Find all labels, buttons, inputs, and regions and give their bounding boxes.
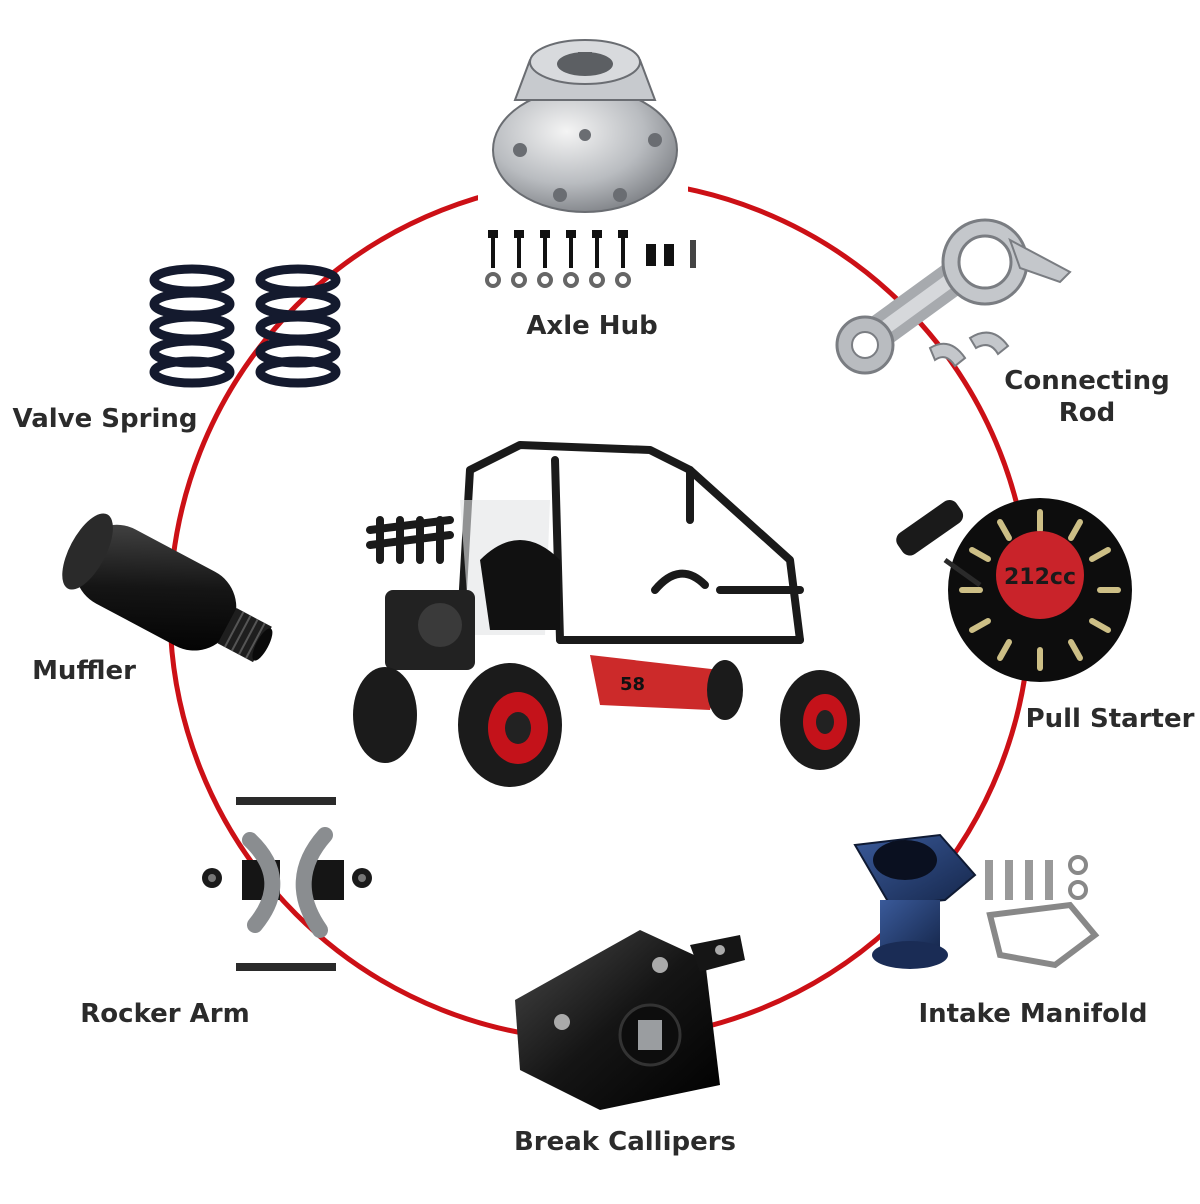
- intake-manifold-image: [853, 833, 1100, 969]
- rocker-arm-image: [202, 797, 372, 971]
- go-kart-image: 58: [353, 441, 860, 787]
- connecting-rod-label-line1: Connecting: [1004, 366, 1170, 396]
- valve-spring-image: [149, 264, 341, 388]
- rocker-arm-label: Rocker Arm: [80, 999, 250, 1029]
- muffler-image: [62, 513, 273, 663]
- axle-hub-label: Axle Hub: [526, 311, 658, 341]
- intake-manifold-label: Intake Manifold: [918, 999, 1148, 1029]
- brake-calipers-image: [515, 930, 745, 1110]
- muffler-label: Muffler: [32, 656, 136, 686]
- axle-hub-image: [478, 39, 688, 220]
- brake-calipers-label: Break Callipers: [513, 1127, 737, 1157]
- kart-number: 58: [620, 674, 645, 695]
- pull-starter-image: 212cc: [896, 498, 1132, 682]
- pull-starter-badge: 212cc: [1004, 565, 1076, 590]
- connecting-rod-label-line2: Rod: [1058, 398, 1116, 428]
- axle-hub-bolts: [485, 230, 696, 288]
- valve-spring-label: Valve Spring: [12, 404, 198, 434]
- pull-starter-label: Pull Starter: [1025, 704, 1195, 734]
- connecting-rod-label: Connecting Rod: [992, 365, 1182, 429]
- connecting-rod-image: [835, 218, 1072, 375]
